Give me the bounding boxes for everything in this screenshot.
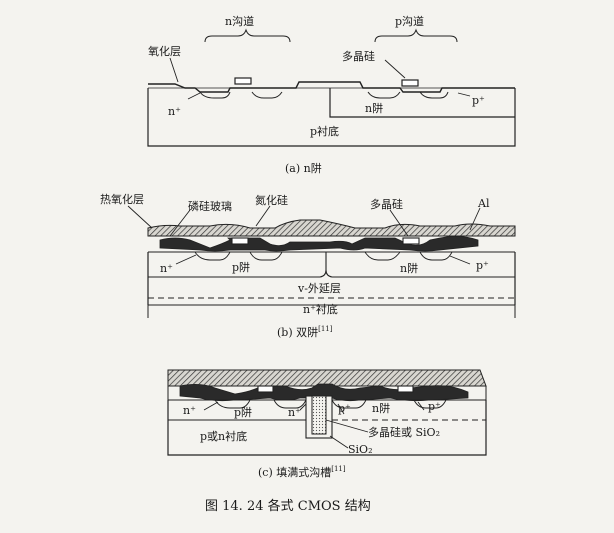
c-poly-gate-n bbox=[257, 385, 274, 393]
a-oxide-layer bbox=[148, 81, 515, 93]
panel-a: n沟道 p沟道 氧化层 多晶硅 n⁺ n阱 p⁺ p衬底 (a) n阱 bbox=[147, 14, 516, 175]
b-poly-gate-n bbox=[231, 237, 249, 245]
figure-caption: 图 14. 24 各式 CMOS 结构 bbox=[205, 498, 371, 514]
a-p-plus-label: p⁺ bbox=[472, 94, 485, 107]
c-trench-fill bbox=[311, 395, 327, 435]
b-n-plus-label: n⁺ bbox=[160, 262, 173, 275]
b-caption: (b) 双阱[11] bbox=[277, 325, 333, 339]
b-nitride-layer bbox=[147, 219, 516, 237]
c-n-well-label: n阱 bbox=[372, 401, 390, 415]
b-p-well-label: p阱 bbox=[232, 260, 250, 274]
c-poly-gate-p bbox=[397, 385, 414, 393]
a-n-channel-brace bbox=[204, 28, 291, 43]
c-p-plus-2-label: p⁺ bbox=[428, 400, 441, 413]
a-n-well bbox=[329, 88, 515, 118]
panel-c: n⁺ p阱 n⁺ p⁺ n阱 p⁺ p或n衬底 多晶硅或 SiO₂ SiO₂ (… bbox=[167, 369, 487, 479]
b-p-plus-label: p⁺ bbox=[476, 259, 489, 272]
c-n-plus-2-label: n⁺ bbox=[288, 406, 301, 419]
a-n-well-label: n阱 bbox=[365, 101, 383, 115]
c-p-well-label: p阱 bbox=[234, 405, 252, 419]
a-oxide-label: 氧化层 bbox=[148, 44, 181, 58]
b-epi-label: v-外延层 bbox=[297, 282, 341, 295]
a-poly-gate-p bbox=[401, 79, 419, 87]
b-poly-label: 多晶硅 bbox=[370, 197, 403, 211]
a-caption: (a) n阱 bbox=[285, 161, 322, 175]
c-n-plus-1-label: n⁺ bbox=[183, 404, 196, 417]
b-al-contacts bbox=[159, 236, 479, 252]
b-well-boundary bbox=[148, 252, 515, 278]
b-n-well-label: n阱 bbox=[400, 261, 418, 275]
a-p-channel-label: p沟道 bbox=[395, 14, 424, 28]
c-sio2-label: SiO₂ bbox=[348, 443, 372, 456]
a-n-plus-label: n⁺ bbox=[168, 105, 181, 118]
c-fill-label: 多晶硅或 SiO₂ bbox=[368, 425, 440, 439]
a-poly-gate-n bbox=[234, 77, 252, 85]
c-p-plus-1-label: p⁺ bbox=[338, 402, 351, 415]
b-poly-gate-p bbox=[402, 237, 420, 245]
c-caption: (c) 填满式沟槽[11] bbox=[258, 465, 346, 479]
b-psg-label: 磷硅玻璃 bbox=[188, 199, 232, 213]
b-n-sub-label: n⁺衬底 bbox=[303, 302, 338, 316]
panel-b: 热氧化层 磷硅玻璃 氮化硅 多晶硅 Al n⁺ p阱 n阱 p⁺ v-外延层 n… bbox=[100, 192, 516, 339]
a-p-channel-brace bbox=[374, 28, 458, 43]
a-n-channel-label: n沟道 bbox=[225, 14, 254, 28]
b-nitride-label: 氮化硅 bbox=[255, 193, 288, 207]
a-poly-label: 多晶硅 bbox=[342, 49, 375, 63]
b-al-label: Al bbox=[477, 197, 490, 210]
c-sub-label: p或n衬底 bbox=[200, 429, 247, 443]
a-p-sub-label: p衬底 bbox=[310, 124, 339, 138]
b-thermal-oxide-label: 热氧化层 bbox=[100, 192, 144, 206]
